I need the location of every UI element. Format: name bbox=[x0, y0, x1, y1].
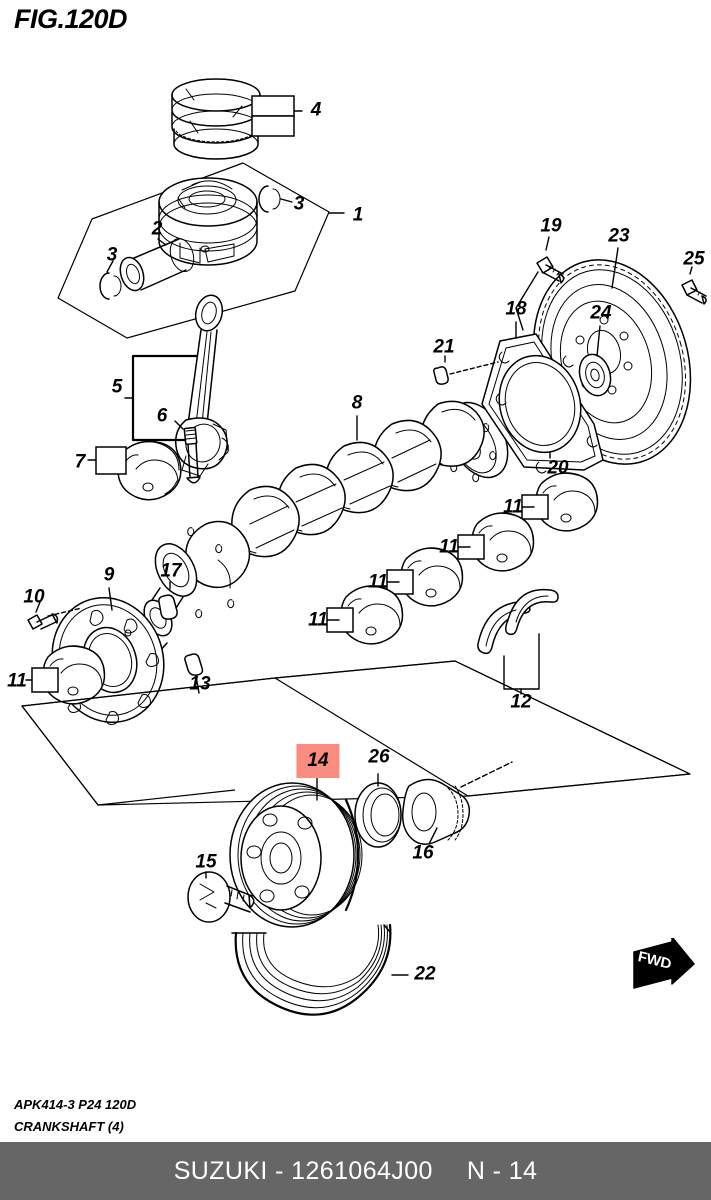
sprocket-bolt-drawing bbox=[27, 601, 83, 630]
callout-9: 9 bbox=[103, 564, 115, 586]
caption-block: APK414-3 P24 120D CRANKSHAFT (4) bbox=[14, 1094, 136, 1138]
callout-10: 10 bbox=[23, 586, 45, 608]
piston-group-outline bbox=[57, 162, 345, 339]
callout-22: 22 bbox=[414, 963, 436, 985]
piston-drawing bbox=[158, 177, 258, 266]
fwd-arrow-icon bbox=[633, 936, 695, 989]
group-outline-main bbox=[21, 660, 691, 806]
footer-bar: SUZUKI - 1261064J00 N - 14 bbox=[0, 1142, 711, 1200]
rear-oil-seal-housing-drawing bbox=[481, 321, 604, 474]
crankshaft-pulley-drawing bbox=[229, 775, 363, 928]
callout-5: 5 bbox=[111, 376, 123, 398]
callout-11-1: 11 bbox=[503, 496, 523, 518]
callout-23: 23 bbox=[608, 225, 630, 247]
fwd-direction-arrow: FWD bbox=[632, 936, 696, 1000]
callout-2: 2 bbox=[151, 218, 163, 240]
pulley-bolt-drawing bbox=[187, 871, 255, 923]
dowel-pin-drawing bbox=[433, 355, 499, 385]
crankshaft-timing-pulley-drawing bbox=[401, 761, 513, 845]
thrust-washer-set-drawing bbox=[477, 588, 559, 695]
callout-26: 26 bbox=[368, 746, 390, 768]
callout-1: 1 bbox=[352, 204, 364, 226]
piston-pin-drawing bbox=[119, 237, 195, 292]
callout-13: 13 bbox=[189, 673, 211, 695]
connecting-rod-bearing-drawing bbox=[87, 440, 182, 501]
main-bearings-row bbox=[326, 472, 599, 645]
callout-24: 24 bbox=[590, 302, 612, 324]
parts-diagram-canvas: .ln { fill:none; stroke:#000; stroke-wid… bbox=[21, 78, 707, 1016]
callout-16: 16 bbox=[412, 842, 434, 864]
circlip-left-drawing bbox=[99, 260, 122, 300]
callout-11-3: 11 bbox=[368, 571, 388, 593]
callout-15: 15 bbox=[195, 851, 217, 873]
callout-8: 8 bbox=[351, 392, 363, 414]
main-bearing-5-drawing bbox=[25, 645, 106, 705]
footer-page-reference: N - 14 bbox=[466, 1156, 538, 1185]
crankshaft-drawing bbox=[134, 400, 509, 661]
dowel-pin-front-drawing bbox=[184, 653, 204, 694]
callout-leader-4 bbox=[251, 95, 303, 137]
callout-11-2: 11 bbox=[439, 536, 459, 558]
callout-19: 19 bbox=[540, 215, 562, 237]
callout-21: 21 bbox=[433, 336, 455, 358]
connecting-rod-bolt-drawing bbox=[174, 420, 201, 484]
flywheel-bolt-right-drawing bbox=[681, 266, 707, 305]
drive-belt-drawing bbox=[231, 923, 409, 1016]
front-oil-seal-drawing bbox=[354, 773, 402, 848]
callout-11-5: 11 bbox=[7, 670, 27, 692]
callout-7: 7 bbox=[74, 451, 86, 473]
caption-line-title: CRANKSHAFT (4) bbox=[14, 1119, 124, 1134]
connecting-rod-drawing bbox=[174, 294, 229, 477]
callout-12: 12 bbox=[510, 691, 532, 713]
callout-11-4: 11 bbox=[308, 609, 328, 631]
crankshaft-key-drawing bbox=[158, 581, 178, 620]
pilot-bearing-drawing bbox=[578, 325, 612, 397]
figure-title: FIG.120D bbox=[14, 4, 128, 34]
callout-4: 4 bbox=[310, 99, 322, 121]
callout-6: 6 bbox=[156, 405, 168, 427]
callout-20: 20 bbox=[547, 457, 569, 479]
callout-14-highlighted: 14 bbox=[296, 744, 340, 778]
circlip-right-drawing bbox=[258, 185, 293, 213]
piston-ring-set-drawing bbox=[171, 78, 261, 160]
flywheel-bolt-upper-drawing bbox=[515, 236, 565, 331]
callout-3-left: 3 bbox=[106, 244, 118, 266]
callout-17: 17 bbox=[160, 560, 182, 582]
callout-18: 18 bbox=[505, 298, 527, 320]
callout-3-right: 3 bbox=[293, 193, 305, 215]
footer-part-reference: SUZUKI - 1261064J00 bbox=[173, 1156, 433, 1185]
exploded-view-drawing: .ln { fill:none; stroke:#000; stroke-wid… bbox=[21, 78, 707, 1016]
caption-line-code: APK414-3 P24 120D bbox=[14, 1097, 137, 1112]
callout-25: 25 bbox=[683, 248, 705, 270]
callout-leader-5 bbox=[124, 354, 199, 442]
